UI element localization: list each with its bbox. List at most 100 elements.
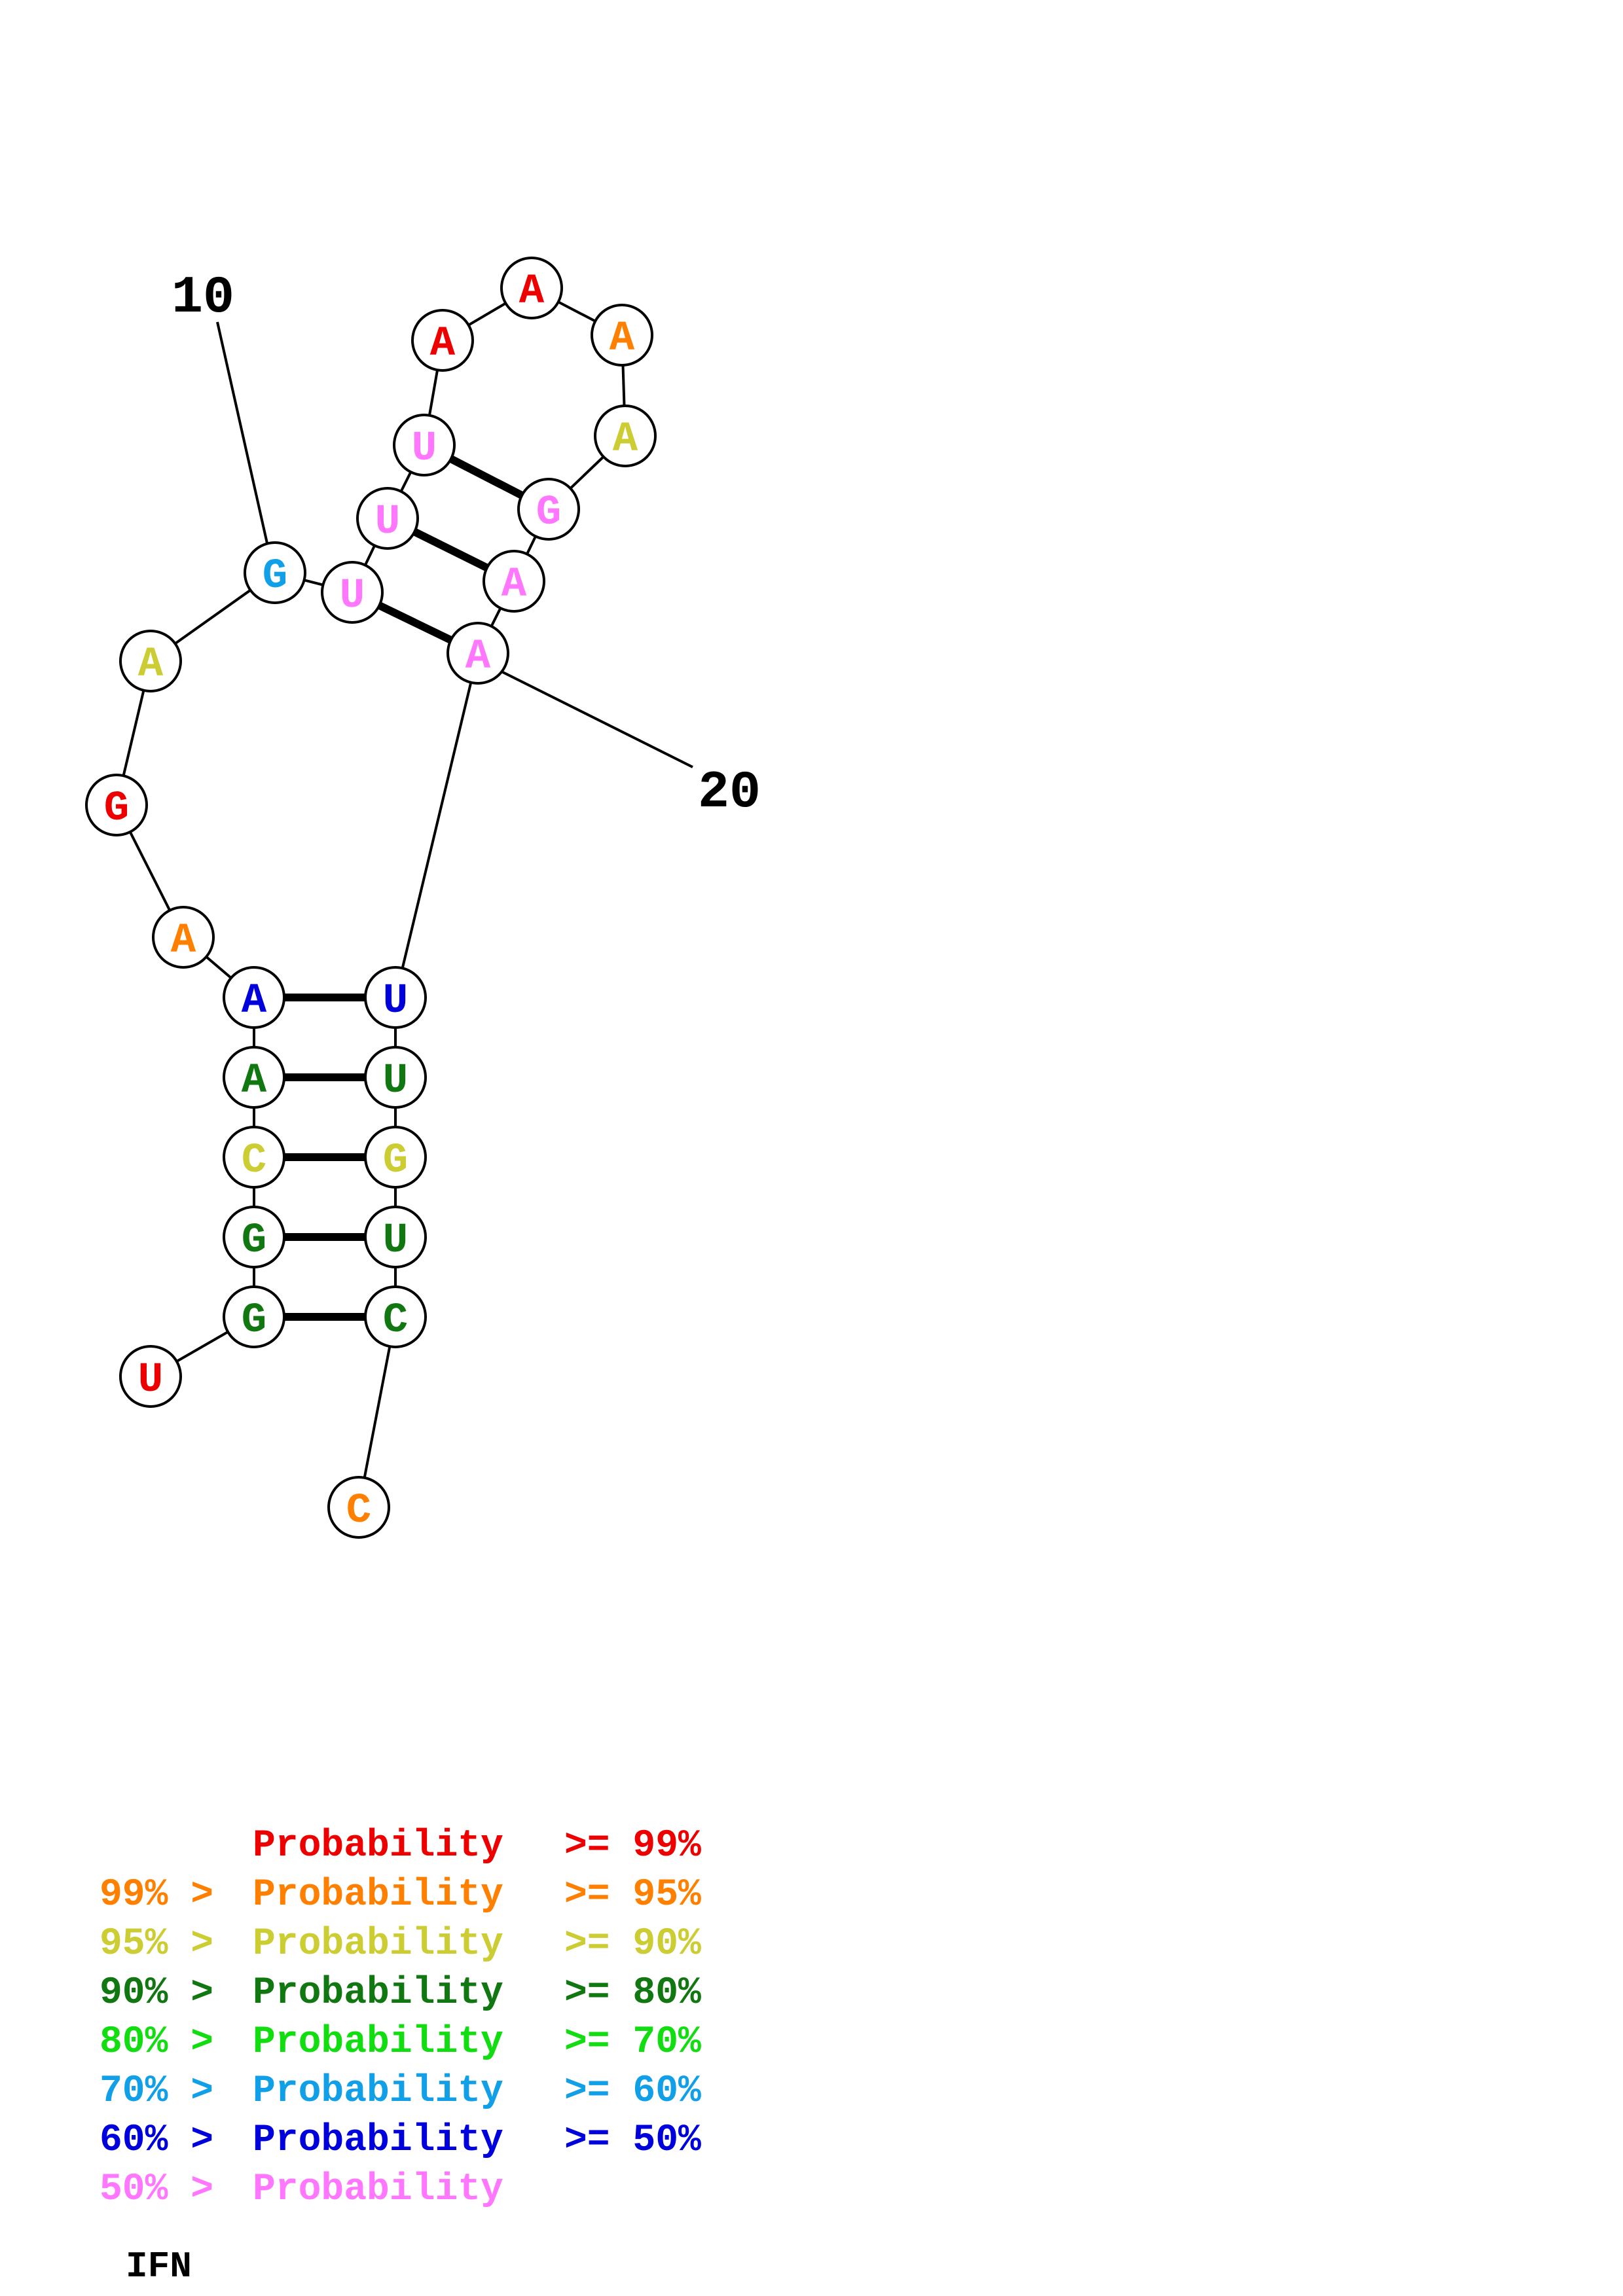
nucleotide-base: A: [519, 268, 545, 315]
legend-prefix: 70% >: [100, 2070, 213, 2113]
position-label-lines: [216, 321, 693, 768]
legend-label: Probability: [253, 1972, 503, 2015]
position-label-line: [216, 321, 268, 544]
nucleotide-base: A: [430, 321, 456, 368]
nucleotide-circle: [364, 1126, 427, 1189]
nucleotide-circle: [411, 309, 474, 372]
legend-label: Probability: [253, 2021, 503, 2064]
nucleotide-14: A: [411, 309, 474, 372]
probability-legend: Probability>= 99%99% >Probability>= 95%9…: [100, 1825, 701, 2211]
nucleotide-circle: [223, 1206, 285, 1268]
nucleotide-10: G: [244, 541, 306, 604]
legend-label: Probability: [253, 2119, 503, 2162]
legend-label: Probability: [253, 1923, 503, 1965]
position-label-10: 10: [172, 268, 234, 328]
legend-row-6: 70% >Probability>= 60%: [100, 2070, 701, 2113]
nucleotide-base: G: [242, 1297, 266, 1344]
nucleotide-circle: [223, 1046, 285, 1109]
nucleotide-7: A: [152, 906, 215, 969]
nucleotide-2: G: [223, 1285, 285, 1348]
nucleotide-circle: [591, 304, 653, 367]
legend-suffix: >= 99%: [564, 1825, 701, 1867]
nucleotide-12: U: [356, 487, 419, 550]
nucleotide-base: C: [242, 1138, 266, 1185]
nucleotide-18: G: [517, 478, 580, 541]
legend-suffix: >= 80%: [564, 1972, 701, 2015]
nucleotide-circle: [152, 906, 215, 969]
nucleotide-base: A: [610, 315, 635, 363]
nucleotide-circle: [244, 541, 306, 604]
nucleotide-base: A: [171, 918, 196, 965]
backbone-segment: [357, 1316, 397, 1508]
nucleotide-3: G: [223, 1206, 285, 1268]
sequence-tag: IFN: [126, 2246, 192, 2287]
nucleotide-circle: [393, 414, 456, 476]
legend-row-1: Probability >= 99%: [253, 1825, 701, 1867]
nucleotide-8: G: [85, 774, 148, 836]
nucleotide-base: A: [242, 978, 267, 1025]
position-label-line: [498, 669, 693, 768]
nucleotide-22: U: [364, 1046, 427, 1109]
nucleotide-11: U: [321, 561, 384, 624]
nucleotide-9: A: [119, 630, 182, 692]
nucleotide-circle: [223, 1285, 285, 1348]
legend-label: Probability: [253, 1825, 503, 1867]
nucleotide-circle: [327, 1476, 390, 1539]
legend-label: Probability: [253, 2070, 503, 2113]
nucleotide-20: A: [447, 622, 509, 685]
legend-row-8: 50% >Probability: [100, 2168, 503, 2211]
nucleotide-base: U: [412, 425, 437, 473]
legend-row-5: 80% > Probability >= 70%: [100, 2021, 701, 2064]
nucleotide-circle: [364, 1206, 427, 1268]
nucleotide-4: C: [223, 1126, 285, 1189]
legend-prefix: 80% >: [100, 2021, 213, 2064]
nucleotide-circle: [119, 1345, 182, 1408]
nucleotide-base: U: [138, 1357, 163, 1404]
nucleotide-base: A: [613, 416, 638, 463]
nucleotide-circle: [223, 966, 285, 1029]
nucleotide-circle: [85, 774, 148, 836]
nucleotide-13: U: [393, 414, 456, 476]
nucleotide-17: A: [594, 404, 657, 467]
legend-prefix: 60% >: [100, 2119, 213, 2162]
nucleotide-base: C: [346, 1488, 371, 1535]
nucleotide-25: C: [364, 1285, 427, 1348]
nucleotide-circle: [500, 257, 563, 319]
nucleotide-base: U: [340, 573, 365, 620]
nucleotide-base: U: [383, 1058, 408, 1105]
legend-row-7: 60% > Probability >= 50%: [100, 2119, 701, 2162]
nucleotide-circle: [364, 966, 427, 1029]
legend-suffix: >= 50%: [564, 2119, 701, 2162]
nucleotide-circle: [364, 1046, 427, 1109]
legend-suffix: >= 90%: [564, 1923, 701, 1965]
nucleotide-base: G: [383, 1138, 408, 1185]
legend-label: Probability: [253, 2168, 503, 2211]
legend-prefix: 99% >: [100, 1874, 213, 1916]
nucleotide-24: U: [364, 1206, 427, 1268]
nucleotide-circle: [321, 561, 384, 624]
nucleotide-base: A: [242, 1058, 267, 1105]
nucleotide-15: A: [500, 257, 563, 319]
legend-label: Probability: [253, 1874, 503, 1916]
nucleotide-base: U: [383, 978, 408, 1025]
nucleotide-23: G: [364, 1126, 427, 1189]
legend-suffix: >= 95%: [564, 1874, 701, 1916]
legend-prefix: 90% >: [100, 1972, 213, 2015]
nucleotide-26: C: [327, 1476, 390, 1539]
nucleotide-base: G: [104, 785, 129, 833]
legend-row-4: 90% > Probability >= 80%: [100, 1972, 701, 2015]
nucleotide-base: A: [138, 641, 164, 689]
legend-row-2: 99% > Probability >= 95%: [100, 1874, 701, 1916]
backbone-segment: [394, 653, 479, 998]
nucleotide-circle: [594, 404, 657, 467]
nucleotide-circle: [223, 1126, 285, 1189]
nucleotide-circle: [517, 478, 580, 541]
nucleotide-base: U: [383, 1217, 408, 1265]
nucleotide-6: A: [223, 966, 285, 1029]
nucleotide-19: A: [483, 550, 545, 613]
legend-suffix: >= 70%: [564, 2021, 701, 2064]
nucleotide-base: A: [465, 634, 491, 681]
